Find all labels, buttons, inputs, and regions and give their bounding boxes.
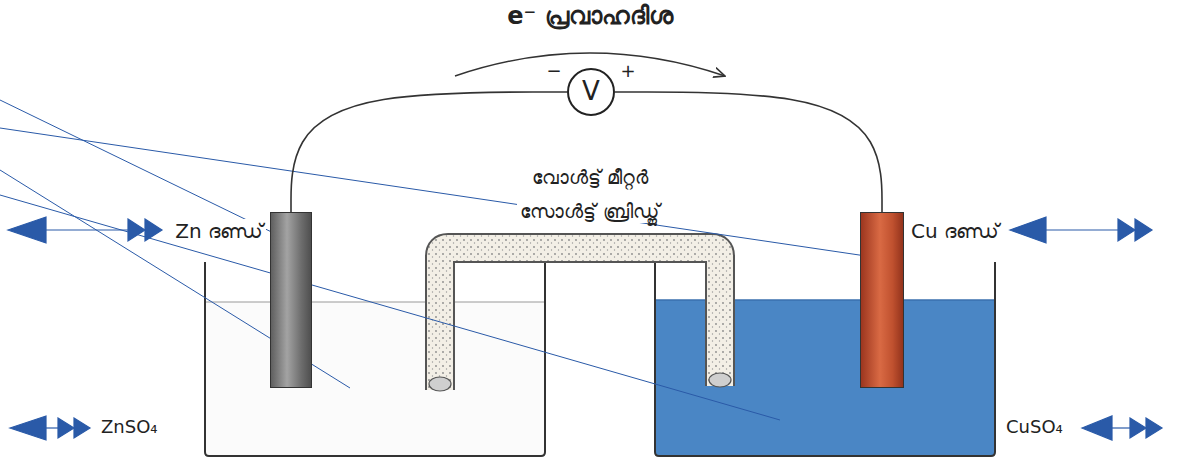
pointer-arrow	[1010, 217, 1046, 243]
leader-line	[0, 128, 866, 256]
pointer-arrow	[1118, 219, 1135, 241]
solution-label: CuSO₄	[1003, 416, 1066, 438]
leader-line	[0, 170, 350, 388]
connecting-wire	[615, 92, 882, 212]
electrode-label: Cu ദണ്ഡ്	[908, 219, 1002, 243]
voltmeter-circle: V	[567, 68, 615, 116]
pointer-arrows	[8, 217, 1162, 440]
terminal-sign: −	[543, 60, 564, 82]
pointer-arrow	[1135, 219, 1152, 241]
electrode-label: Zn ദണ്ഡ്	[172, 219, 266, 243]
terminal-sign: +	[617, 60, 638, 82]
pointer-arrow	[58, 418, 74, 438]
beaker	[205, 262, 545, 456]
solution-label: ZnSO₄	[98, 416, 161, 438]
electrode-rod: Cu ദണ്ഡ്	[860, 212, 904, 388]
znso4-solution	[206, 302, 544, 455]
part-label: വോൾട്ട് മീറ്റർ	[529, 166, 651, 189]
pointer-arrow	[145, 219, 162, 241]
connecting-wire	[291, 92, 567, 212]
cotton-plug	[429, 377, 451, 391]
pointer-arrow	[8, 217, 46, 243]
pointer-arrow	[10, 416, 46, 440]
pointer-line	[1112, 427, 1130, 428]
pointer-arrow	[1130, 418, 1146, 438]
pointer-line	[46, 229, 128, 230]
pointer-line	[46, 427, 58, 428]
electrode-rod: Zn ദണ്ഡ്	[270, 212, 312, 388]
pointer-arrow	[74, 418, 90, 438]
flow-direction-label: e⁻ പ്രവാഹദിശ	[504, 2, 675, 31]
pointer-line	[1046, 229, 1118, 230]
salt-bridge-fill	[440, 248, 720, 390]
solution-surface	[206, 301, 544, 302]
leader-line	[0, 195, 780, 420]
leader-lines	[0, 100, 866, 420]
salt-bridge-tube	[440, 248, 720, 390]
cotton-plug	[709, 373, 731, 387]
pointer-arrow	[128, 219, 145, 241]
pointer-arrow	[1082, 416, 1112, 440]
meter-symbol: V	[582, 76, 600, 107]
pointer-arrow	[1146, 418, 1162, 438]
part-label: സോൾട്ട് ബ്രിഡ്ജ്	[517, 200, 662, 223]
